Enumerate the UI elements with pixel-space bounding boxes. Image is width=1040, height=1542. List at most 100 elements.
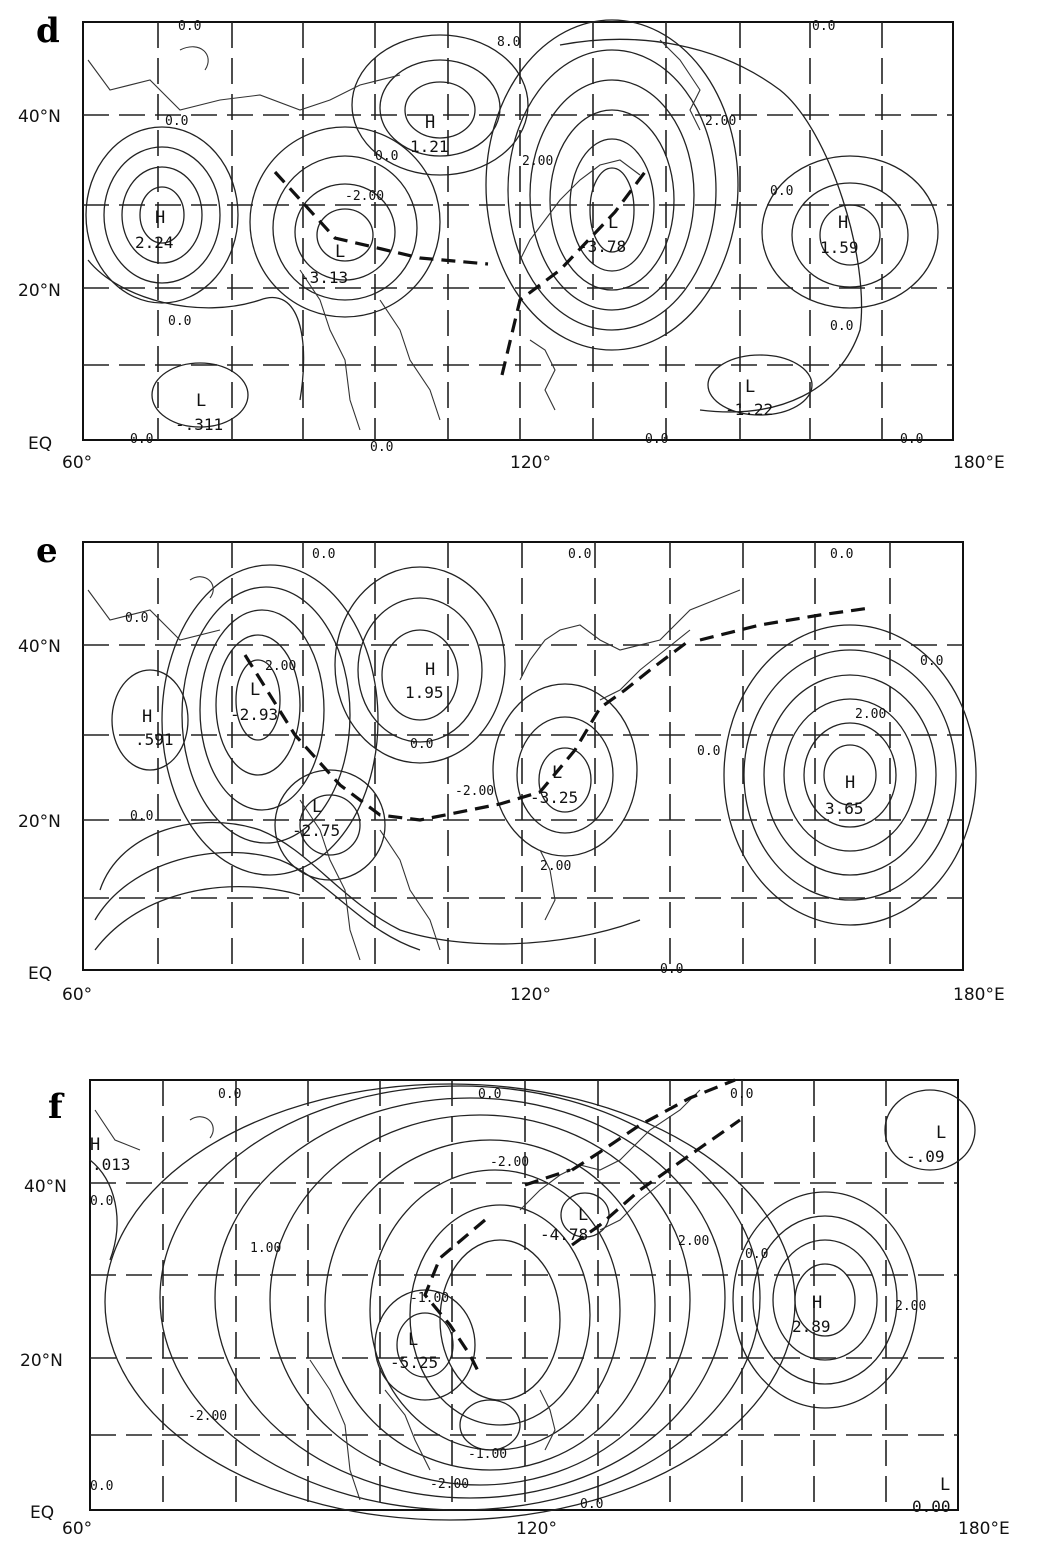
lon-label: 60° xyxy=(62,453,92,473)
contour-label: 0.0 xyxy=(130,809,153,824)
pressure-centers: H .013 L -4.78 L -5.25 H 2.89 L -.09 L 0… xyxy=(90,1123,951,1516)
center-type: H xyxy=(155,208,165,228)
contour-labels: 0.0 8.0 0.0 0.0 0.0 2.00 -2.00 2.00 0.0 … xyxy=(130,19,923,455)
center-value: -1.22 xyxy=(725,400,773,419)
lat-label: 40°N xyxy=(18,107,61,127)
contour-label: 0.0 xyxy=(312,547,335,562)
grid-lines xyxy=(83,542,963,970)
grid-lines xyxy=(83,22,953,440)
center-value: -3.78 xyxy=(578,237,626,256)
lon-label: 180°E xyxy=(953,985,1005,1005)
lat-label: EQ xyxy=(28,434,52,454)
center-type: L xyxy=(312,797,322,817)
contour-label: -2.00 xyxy=(430,1477,469,1492)
contour-label: 0.0 xyxy=(410,737,433,752)
center-type: H xyxy=(90,1135,100,1155)
map-panel-d: 0.0 8.0 0.0 0.0 0.0 2.00 -2.00 2.00 0.0 … xyxy=(18,11,1005,473)
contour-label: 2.00 xyxy=(705,114,736,129)
center-type: L xyxy=(250,680,260,700)
trough-axes xyxy=(423,1078,741,1376)
center-value: .013 xyxy=(92,1155,131,1174)
lon-label: 120° xyxy=(510,453,551,473)
center-type: L xyxy=(936,1123,946,1143)
latitude-labels: 40°N 20°N EQ xyxy=(20,1177,67,1523)
center-value: 0.00 xyxy=(912,1497,951,1516)
center-type: L xyxy=(608,213,618,233)
pressure-centers: H 1.21 H 2.24 L -3.13 L -3.78 H 1.59 L -… xyxy=(135,113,859,434)
panel-frame xyxy=(89,1079,959,1511)
center-type: L xyxy=(745,377,755,397)
contour-label: 0.0 xyxy=(375,149,398,164)
contour-label: -2.00 xyxy=(345,189,384,204)
lat-label: 20°N xyxy=(20,1351,63,1371)
contour-label: 2.00 xyxy=(678,1234,709,1249)
center-type: L xyxy=(196,391,206,411)
center-value: -4.78 xyxy=(540,1225,588,1244)
center-value: -5.25 xyxy=(390,1353,438,1372)
contour-label: 1.00 xyxy=(250,1241,281,1256)
center-value: -3.25 xyxy=(530,788,578,807)
contour-label: 2.00 xyxy=(540,859,571,874)
contour-label: 2.00 xyxy=(855,707,886,722)
contour-label: 0.0 xyxy=(168,314,191,329)
contour-label: 0.0 xyxy=(178,19,201,34)
map-panel-e: 0.0 0.0 0.0 0.0 2.00 0.0 -2.00 2.00 0.0 … xyxy=(18,531,1005,1005)
longitude-labels: 60° 120° 180°E xyxy=(62,985,1005,1005)
contour-label: 0.0 xyxy=(920,654,943,669)
panel-label: f xyxy=(48,1087,65,1127)
lat-label: EQ xyxy=(30,1503,54,1523)
contour-label: 0.0 xyxy=(165,114,188,129)
contour-label: 0.0 xyxy=(730,1087,753,1102)
center-value: 2.24 xyxy=(135,233,174,252)
center-type: H xyxy=(812,1293,822,1313)
contour-label: -2.00 xyxy=(490,1155,529,1170)
contour-label: -2.00 xyxy=(188,1409,227,1424)
contour-label: 0.0 xyxy=(900,432,923,447)
contour-label: 0.0 xyxy=(90,1194,113,1209)
center-type: L xyxy=(552,763,562,783)
center-value: 1.95 xyxy=(405,683,444,702)
center-value: 1.59 xyxy=(820,238,859,257)
lat-label: 20°N xyxy=(18,281,61,301)
coastlines xyxy=(94,1089,701,1501)
lat-label: 20°N xyxy=(18,812,61,832)
contour-label: 0.0 xyxy=(830,547,853,562)
contour-label: 0.0 xyxy=(830,319,853,334)
center-type: L xyxy=(335,242,345,262)
lat-label: 40°N xyxy=(24,1177,67,1197)
contour-labels: 0.0 0.0 0.0 0.0 2.00 0.0 -2.00 2.00 0.0 … xyxy=(125,547,943,977)
center-value: -2.93 xyxy=(230,705,278,724)
contour-label: 0.0 xyxy=(218,1087,241,1102)
lat-label: 40°N xyxy=(18,637,61,657)
panel-label: d xyxy=(36,11,60,51)
center-type: L xyxy=(408,1330,418,1350)
center-type: H xyxy=(425,660,435,680)
contour-label: 0.0 xyxy=(580,1497,603,1512)
trough-axes xyxy=(273,170,647,376)
center-type: L xyxy=(940,1475,950,1495)
contour-label: 0.0 xyxy=(697,744,720,759)
isobar-contours xyxy=(85,19,939,428)
trough-axes xyxy=(243,606,871,822)
lon-label: 120° xyxy=(510,985,551,1005)
contour-label: 0.0 xyxy=(645,432,668,447)
lon-label: 120° xyxy=(516,1519,557,1539)
center-value: -.09 xyxy=(906,1147,945,1166)
center-value: 3.65 xyxy=(825,799,864,818)
contour-label: 0.0 xyxy=(745,1247,768,1262)
center-value: -2.75 xyxy=(292,821,340,840)
center-value: .591 xyxy=(135,730,174,749)
panel-label: e xyxy=(36,531,58,571)
contour-label: 0.0 xyxy=(812,19,835,34)
lon-label: 180°E xyxy=(953,453,1005,473)
center-value: -3.13 xyxy=(300,268,348,287)
lat-label: EQ xyxy=(28,964,52,984)
center-value: 2.89 xyxy=(792,1317,831,1336)
contour-label: 2.00 xyxy=(522,154,553,169)
center-type: H xyxy=(838,213,848,233)
lon-label: 180°E xyxy=(958,1519,1010,1539)
contour-label: 8.0 xyxy=(497,35,520,50)
longitude-labels: 60° 120° 180°E xyxy=(62,453,1005,473)
contour-label: 0.0 xyxy=(478,1087,501,1102)
